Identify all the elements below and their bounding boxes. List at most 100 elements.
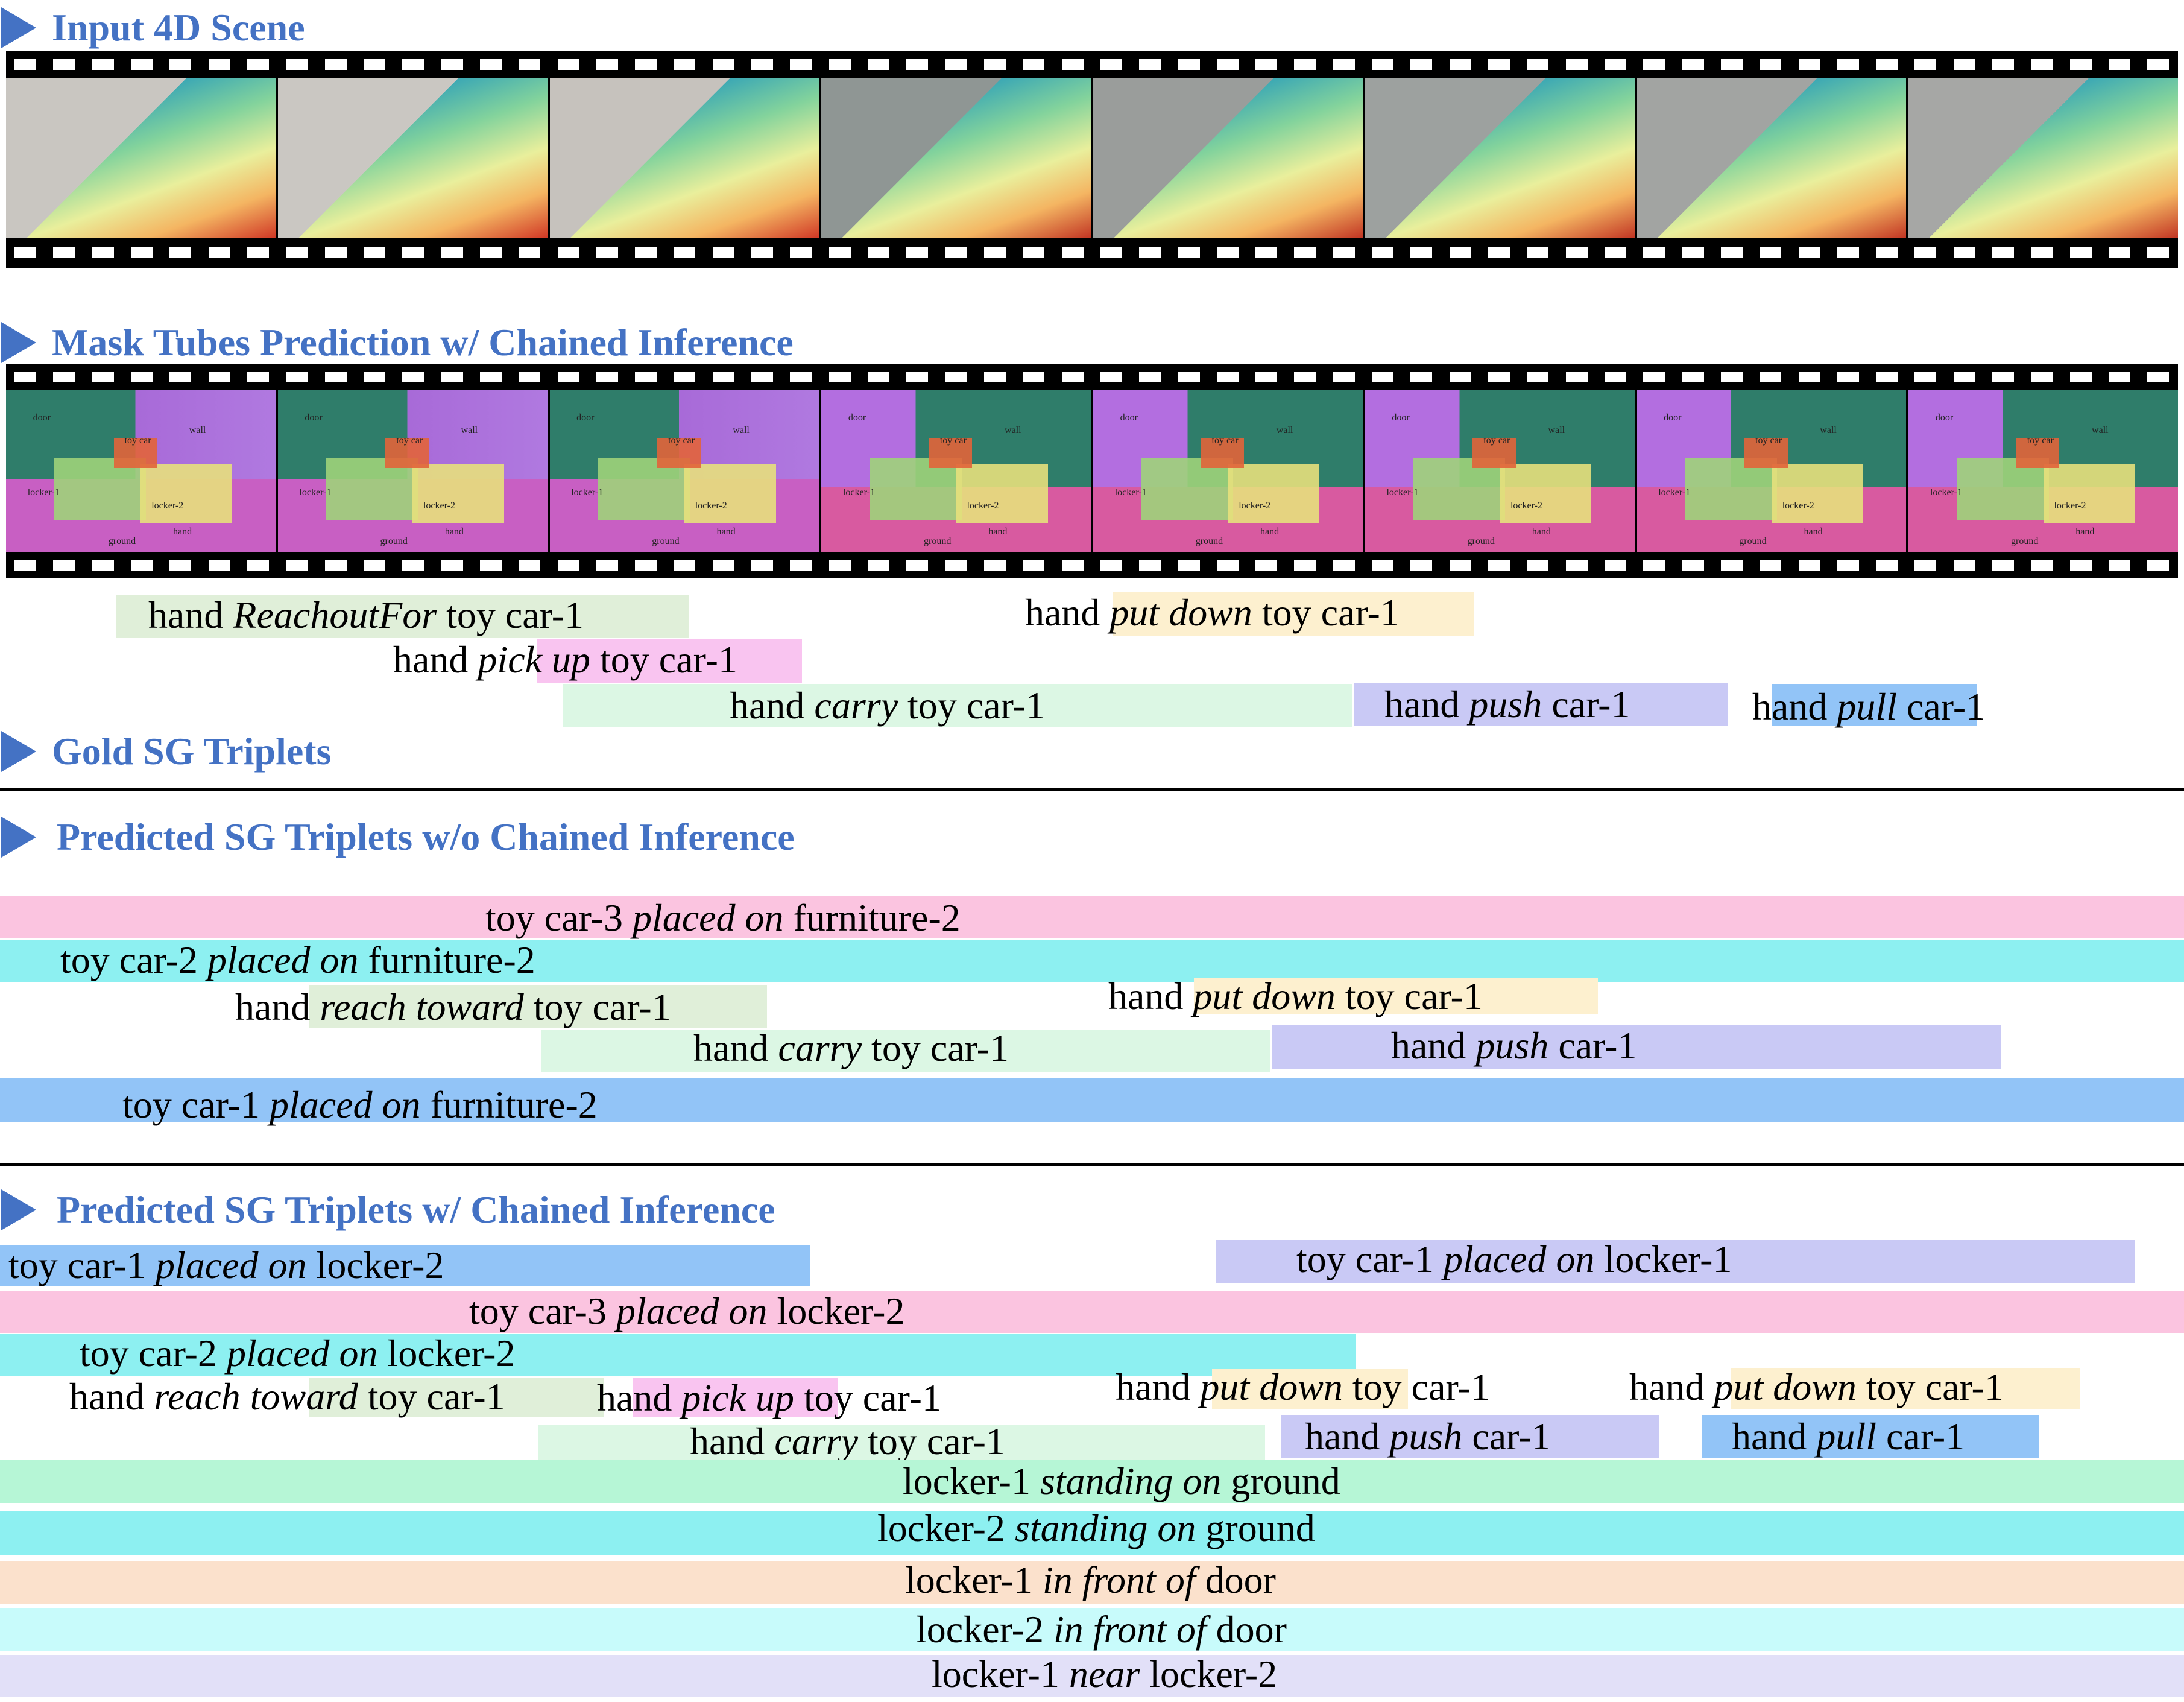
sprocket-hole	[1216, 372, 1239, 382]
mask-region	[54, 458, 147, 520]
mask-region	[326, 458, 418, 520]
triplet-bar	[0, 1511, 2184, 1555]
triplet: locker-1 in front of door	[905, 1557, 1276, 1603]
triplet-subject: hand	[1752, 685, 1828, 728]
triplet: hand pick up toy car-1	[393, 637, 737, 683]
sprocket-hole	[1449, 560, 1471, 571]
triplet-subject: hand	[235, 985, 311, 1028]
triplet-subject: locker-1	[903, 1460, 1030, 1502]
triplet-object: toy car-1	[868, 1420, 1005, 1463]
sprocket-hole	[1488, 560, 1510, 571]
input-frame	[277, 78, 548, 238]
sprocket-hole	[92, 372, 114, 382]
sprocket-hole	[14, 372, 37, 382]
mask-label: hand	[1532, 526, 1551, 537]
sprocket-hole	[596, 59, 618, 70]
triplet-subject: locker-2	[877, 1507, 1005, 1549]
sprocket-hole	[479, 560, 502, 571]
sprocket-hole	[208, 560, 230, 571]
triplet-subject: hand	[1391, 1024, 1466, 1067]
mask-label: locker-2	[1239, 500, 1271, 511]
sprocket-hole	[674, 59, 696, 70]
triplet-bar	[1731, 1368, 2080, 1409]
sprocket-hole	[983, 59, 1006, 70]
mask-region	[684, 464, 776, 524]
sprocket-hole	[324, 372, 347, 382]
sprocket-hole	[1527, 560, 1549, 571]
heading-input-4d-scene: Input 4D Scene	[1, 4, 305, 52]
mask-label: toy car	[1483, 435, 1510, 446]
sprocket-hole	[53, 59, 75, 70]
sprocket-hole	[247, 560, 270, 571]
triplet-bar	[563, 684, 1352, 727]
triplet-object: toy car-1	[600, 638, 737, 681]
triplet-predicate: placed on	[632, 896, 784, 939]
triplet-predicate: reach toward	[154, 1375, 358, 1418]
sprocket-hole	[519, 560, 541, 571]
sprocket-hole	[983, 560, 1006, 571]
sprocket-hole	[324, 560, 347, 571]
mask-label: wall	[461, 425, 478, 436]
triplet-object: car-1	[1906, 685, 1986, 728]
triplet-bar	[1772, 684, 1977, 726]
sprocket-hole	[983, 372, 1006, 382]
mask-label: locker-1	[1114, 487, 1147, 498]
triplet-predicate: placed on	[155, 1244, 307, 1286]
triplet-object: toy car-1	[871, 1027, 1009, 1069]
triplet: hand push car-1	[1384, 682, 1630, 727]
sprocket-hole	[1720, 372, 1743, 382]
sprocket-hole	[635, 560, 657, 571]
sprocket-hole	[169, 560, 192, 571]
heading-text: Predicted SG Triplets w/o Chained Infere…	[57, 815, 795, 858]
triplet-subject: toy car-3	[485, 896, 623, 939]
sprocket-hole	[557, 59, 579, 70]
sprocket-hole	[441, 560, 463, 571]
sprocket-hole	[1682, 59, 1704, 70]
sprocket-hole	[828, 247, 851, 258]
sprocket-hole	[1333, 59, 1355, 70]
sprocket-hole	[1139, 560, 1161, 571]
sprocket-hole	[1914, 59, 1937, 70]
triplet-predicate: pick up	[681, 1376, 794, 1419]
sprocket-hole	[1294, 59, 1316, 70]
sprocket-hole	[1798, 59, 1820, 70]
mask-region	[140, 464, 233, 524]
triplet-subject: hand	[1629, 1365, 1705, 1408]
sprocket-hole	[945, 372, 967, 382]
triplet-object: toy car-1	[1866, 1365, 2004, 1408]
triplet-object: toy car-1	[1345, 975, 1483, 1017]
sprocket-hole	[1682, 372, 1704, 382]
triplet-predicate: pull	[1837, 685, 1897, 728]
triplet: hand put down toy car-1	[1629, 1364, 2004, 1410]
sprocket-hole	[1643, 372, 1665, 382]
sprocket-hole	[1488, 59, 1510, 70]
section-arrow-icon	[1, 817, 36, 858]
triplet-bar	[1702, 1415, 2039, 1458]
triplet-bar	[0, 1291, 2184, 1333]
section-arrow-icon	[1, 731, 36, 773]
sprocket-hole	[1372, 372, 1394, 382]
sprocket-hole	[363, 372, 385, 382]
heading-text: Mask Tubes Prediction w/ Chained Inferen…	[52, 321, 794, 364]
sprocket-hole	[1876, 247, 1898, 258]
sprocket-hole	[169, 247, 192, 258]
sprocket-hole	[945, 247, 967, 258]
triplet-object: toy car-1	[1352, 1365, 1490, 1408]
sprocket-hole	[1604, 247, 1626, 258]
sprocket-hole	[2031, 247, 2053, 258]
triplet-subject: locker-1	[932, 1653, 1059, 1695]
sprocket-hole	[906, 247, 929, 258]
sprocket-hole	[1565, 372, 1588, 382]
sprocket-hole	[1527, 59, 1549, 70]
sprocket-hole	[2109, 247, 2131, 258]
sprocket-hole	[712, 59, 734, 70]
triplet-predicate: carry	[814, 684, 898, 727]
mask-label: toy car	[668, 435, 695, 446]
heading-gold-triplets: Gold SG Triplets	[1, 727, 332, 776]
triplet-subject: hand	[1116, 1365, 1191, 1408]
triplet-subject: hand	[690, 1420, 765, 1463]
mask-region	[1413, 458, 1506, 520]
mask-region	[385, 438, 429, 468]
